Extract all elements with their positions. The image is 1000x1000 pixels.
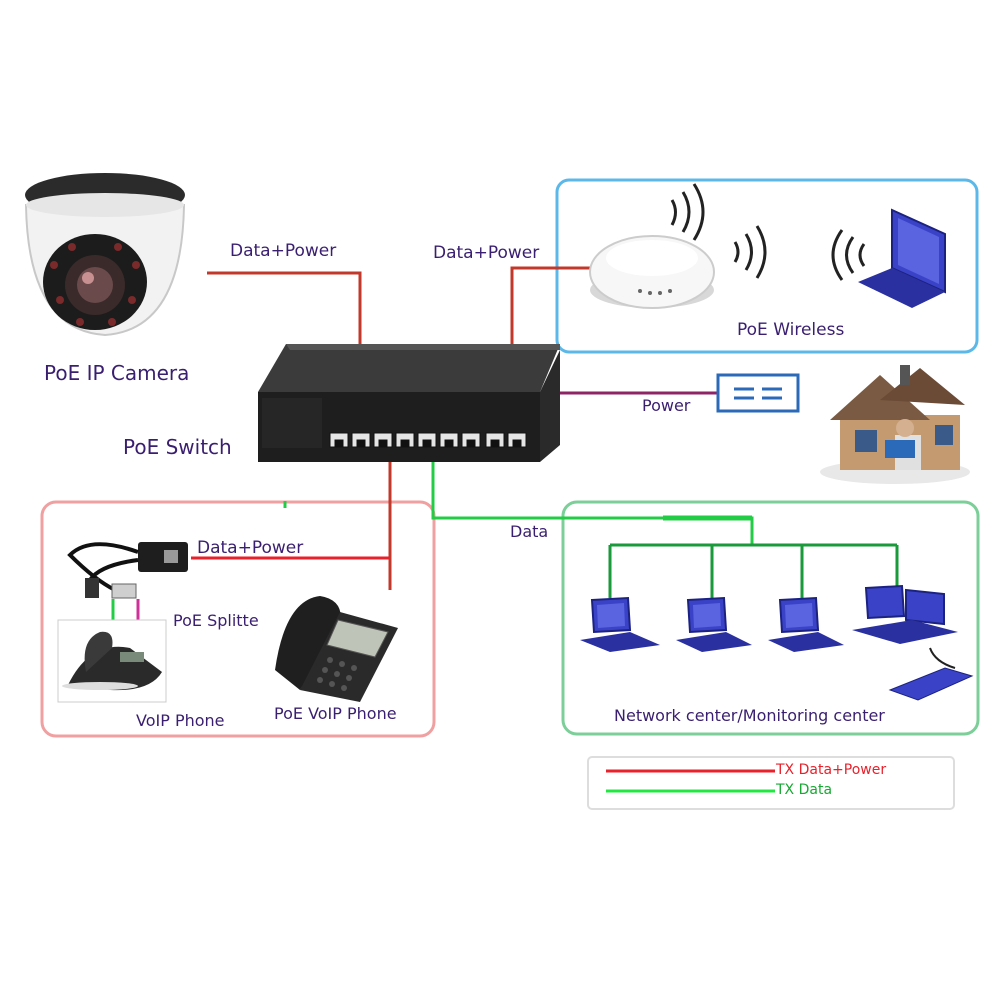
power-adapter-icon xyxy=(716,373,800,413)
poe-switch-icon xyxy=(258,344,560,462)
voip-group-box xyxy=(40,500,436,738)
switch-port-notch xyxy=(490,439,500,448)
switch-port-notch xyxy=(444,439,454,448)
monitoring-station-icon xyxy=(852,584,974,701)
poe-ip-camera-icon xyxy=(24,173,186,337)
data-link-line xyxy=(431,447,754,545)
switch-port-notch xyxy=(334,439,344,448)
network-center-label: Network center/Monitoring center xyxy=(614,706,885,725)
poe-splitter-icon xyxy=(67,542,188,599)
switch-port-notch xyxy=(378,439,388,448)
wireless-label: PoE Wireless xyxy=(737,320,845,340)
switch-port-notch xyxy=(400,439,410,448)
laptop-wifi-waves-icon xyxy=(831,229,866,281)
switch-port-notch xyxy=(422,439,432,448)
legend-box xyxy=(587,756,955,810)
voip-phone-label: VoIP Phone xyxy=(136,711,225,730)
switch-label: PoE Switch xyxy=(123,435,232,459)
switch-port-notch xyxy=(512,439,522,448)
network-group-box xyxy=(561,500,980,736)
camera-link-label: Data+Power xyxy=(230,241,337,261)
power-link-label: Power xyxy=(642,396,691,415)
switch-ports xyxy=(329,432,527,448)
splitter-label: PoE Splitte xyxy=(173,611,259,630)
wireless-group-box xyxy=(555,178,979,354)
workstation-icon-1 xyxy=(580,596,660,652)
wireless-ap-icon xyxy=(589,235,715,309)
house-icon xyxy=(820,365,970,484)
wireless-link-label: Data+Power xyxy=(433,243,540,263)
switch-port-notch xyxy=(466,439,476,448)
voip-phone-icon xyxy=(57,619,167,703)
poe-voip-phone-label: PoE VoIP Phone xyxy=(274,704,397,723)
camera-label: PoE IP Camera xyxy=(44,361,190,385)
ap-wifi-waves-icon xyxy=(670,183,767,279)
laptop-icon xyxy=(858,208,946,308)
legend-data-power-label: TX Data+Power xyxy=(776,762,887,778)
workstation-icon-2 xyxy=(676,596,752,652)
splitter-link-label: Data+Power xyxy=(197,538,304,558)
workstation-icon-3 xyxy=(768,596,844,652)
data-link-label: Data xyxy=(510,522,549,541)
poe-voip-phone-icon xyxy=(275,596,398,702)
switch-port-notch xyxy=(356,439,366,448)
legend-data-label: TX Data xyxy=(776,782,833,798)
